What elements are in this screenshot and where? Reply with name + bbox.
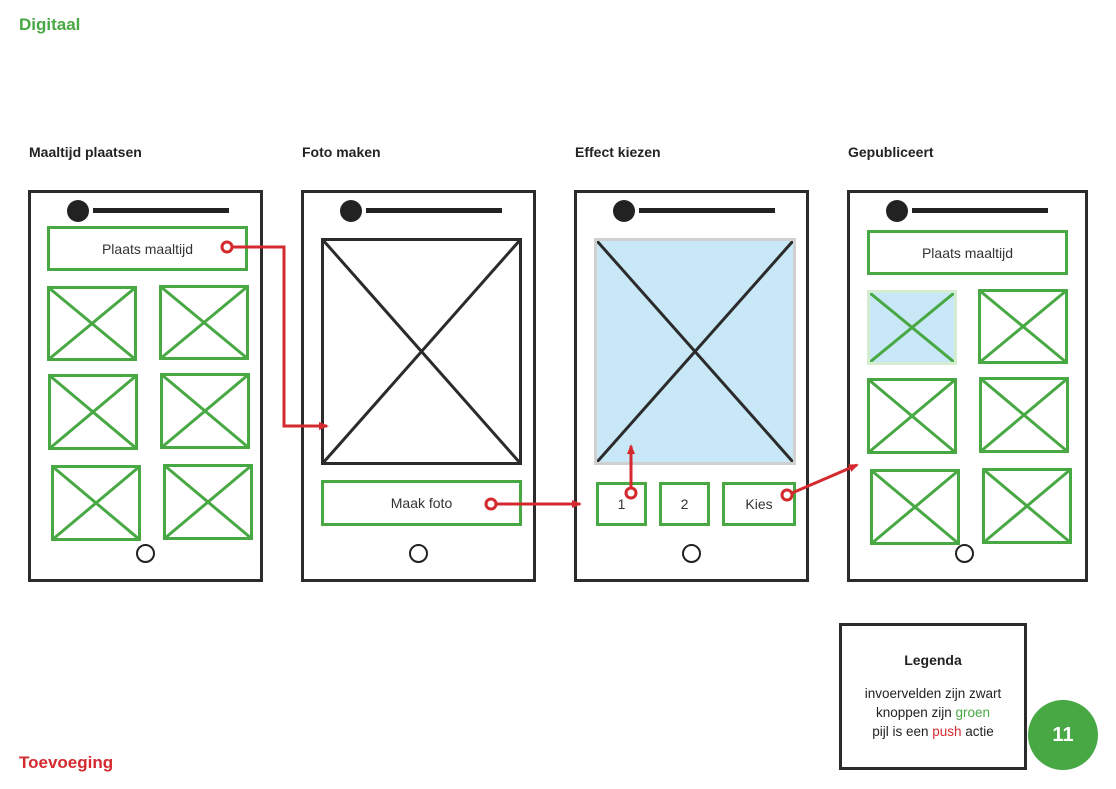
legend-line-arrows: pijl is een push actie <box>842 722 1024 741</box>
home-button[interactable] <box>409 544 428 563</box>
effect-1-button[interactable]: 1 <box>596 482 647 526</box>
camera-icon <box>67 200 89 222</box>
camera-icon <box>613 200 635 222</box>
page-number-badge: 11 <box>1028 700 1098 770</box>
section-title-toevoeging: Toevoeging <box>19 753 114 772</box>
screen-title-foto-maken: Foto maken <box>302 144 381 160</box>
speaker-bar <box>93 208 229 213</box>
home-button[interactable] <box>955 544 974 563</box>
phone-screen-maaltijd-plaatsen: Plaats maaltijd <box>28 190 263 582</box>
legend-line-inputs: invoervelden zijn zwart <box>864 686 1002 701</box>
meal-image-placeholder[interactable] <box>159 285 249 360</box>
meal-image-placeholder[interactable] <box>982 468 1072 544</box>
legend-red-word: push <box>932 724 962 739</box>
camera-viewfinder-placeholder <box>321 238 522 465</box>
home-button[interactable] <box>136 544 155 563</box>
legend-text: knoppen zijn <box>875 705 956 720</box>
plaats-maaltijd-button[interactable]: Plaats maaltijd <box>867 230 1068 275</box>
screen-title-maaltijd-plaatsen: Maaltijd plaatsen <box>29 144 142 160</box>
meal-image-placeholder[interactable] <box>160 373 250 449</box>
phone-screen-foto-maken: Maak foto <box>301 190 536 582</box>
camera-icon <box>340 200 362 222</box>
screen-title-gepubliceert: Gepubliceert <box>848 144 934 160</box>
legend-green-word: groen <box>955 705 991 720</box>
meal-image-placeholder[interactable] <box>867 378 957 454</box>
kies-button[interactable]: Kies <box>722 482 796 526</box>
camera-icon <box>886 200 908 222</box>
meal-image-placeholder[interactable] <box>978 289 1068 364</box>
legend-line-buttons: knoppen zijn groen <box>842 703 1024 722</box>
plaats-maaltijd-button[interactable]: Plaats maaltijd <box>47 226 248 271</box>
meal-image-placeholder[interactable] <box>163 464 253 540</box>
maak-foto-button[interactable]: Maak foto <box>321 480 522 526</box>
phone-screen-effect-kiezen: 1 2 Kies <box>574 190 809 582</box>
legend-text: pijl is een <box>872 724 933 739</box>
photo-preview-with-effect <box>594 238 796 465</box>
meal-image-placeholder[interactable] <box>47 286 137 361</box>
home-button[interactable] <box>682 544 701 563</box>
meal-image-placeholder[interactable] <box>48 374 138 450</box>
legend-box: Legenda invoervelden zijn zwart knoppen … <box>839 623 1027 770</box>
speaker-bar <box>912 208 1048 213</box>
legend-title: Legenda <box>904 652 962 668</box>
speaker-bar <box>366 208 502 213</box>
legend-text: actie <box>961 724 994 739</box>
meal-image-placeholder[interactable] <box>51 465 141 541</box>
published-meal-image[interactable] <box>867 290 957 365</box>
screen-title-effect-kiezen: Effect kiezen <box>575 144 661 160</box>
meal-image-placeholder[interactable] <box>979 377 1069 453</box>
speaker-bar <box>639 208 775 213</box>
section-title-digitaal: Digitaal <box>19 15 81 34</box>
effect-2-button[interactable]: 2 <box>659 482 710 526</box>
phone-screen-gepubliceert: Plaats maaltijd <box>847 190 1088 582</box>
meal-image-placeholder[interactable] <box>870 469 960 545</box>
